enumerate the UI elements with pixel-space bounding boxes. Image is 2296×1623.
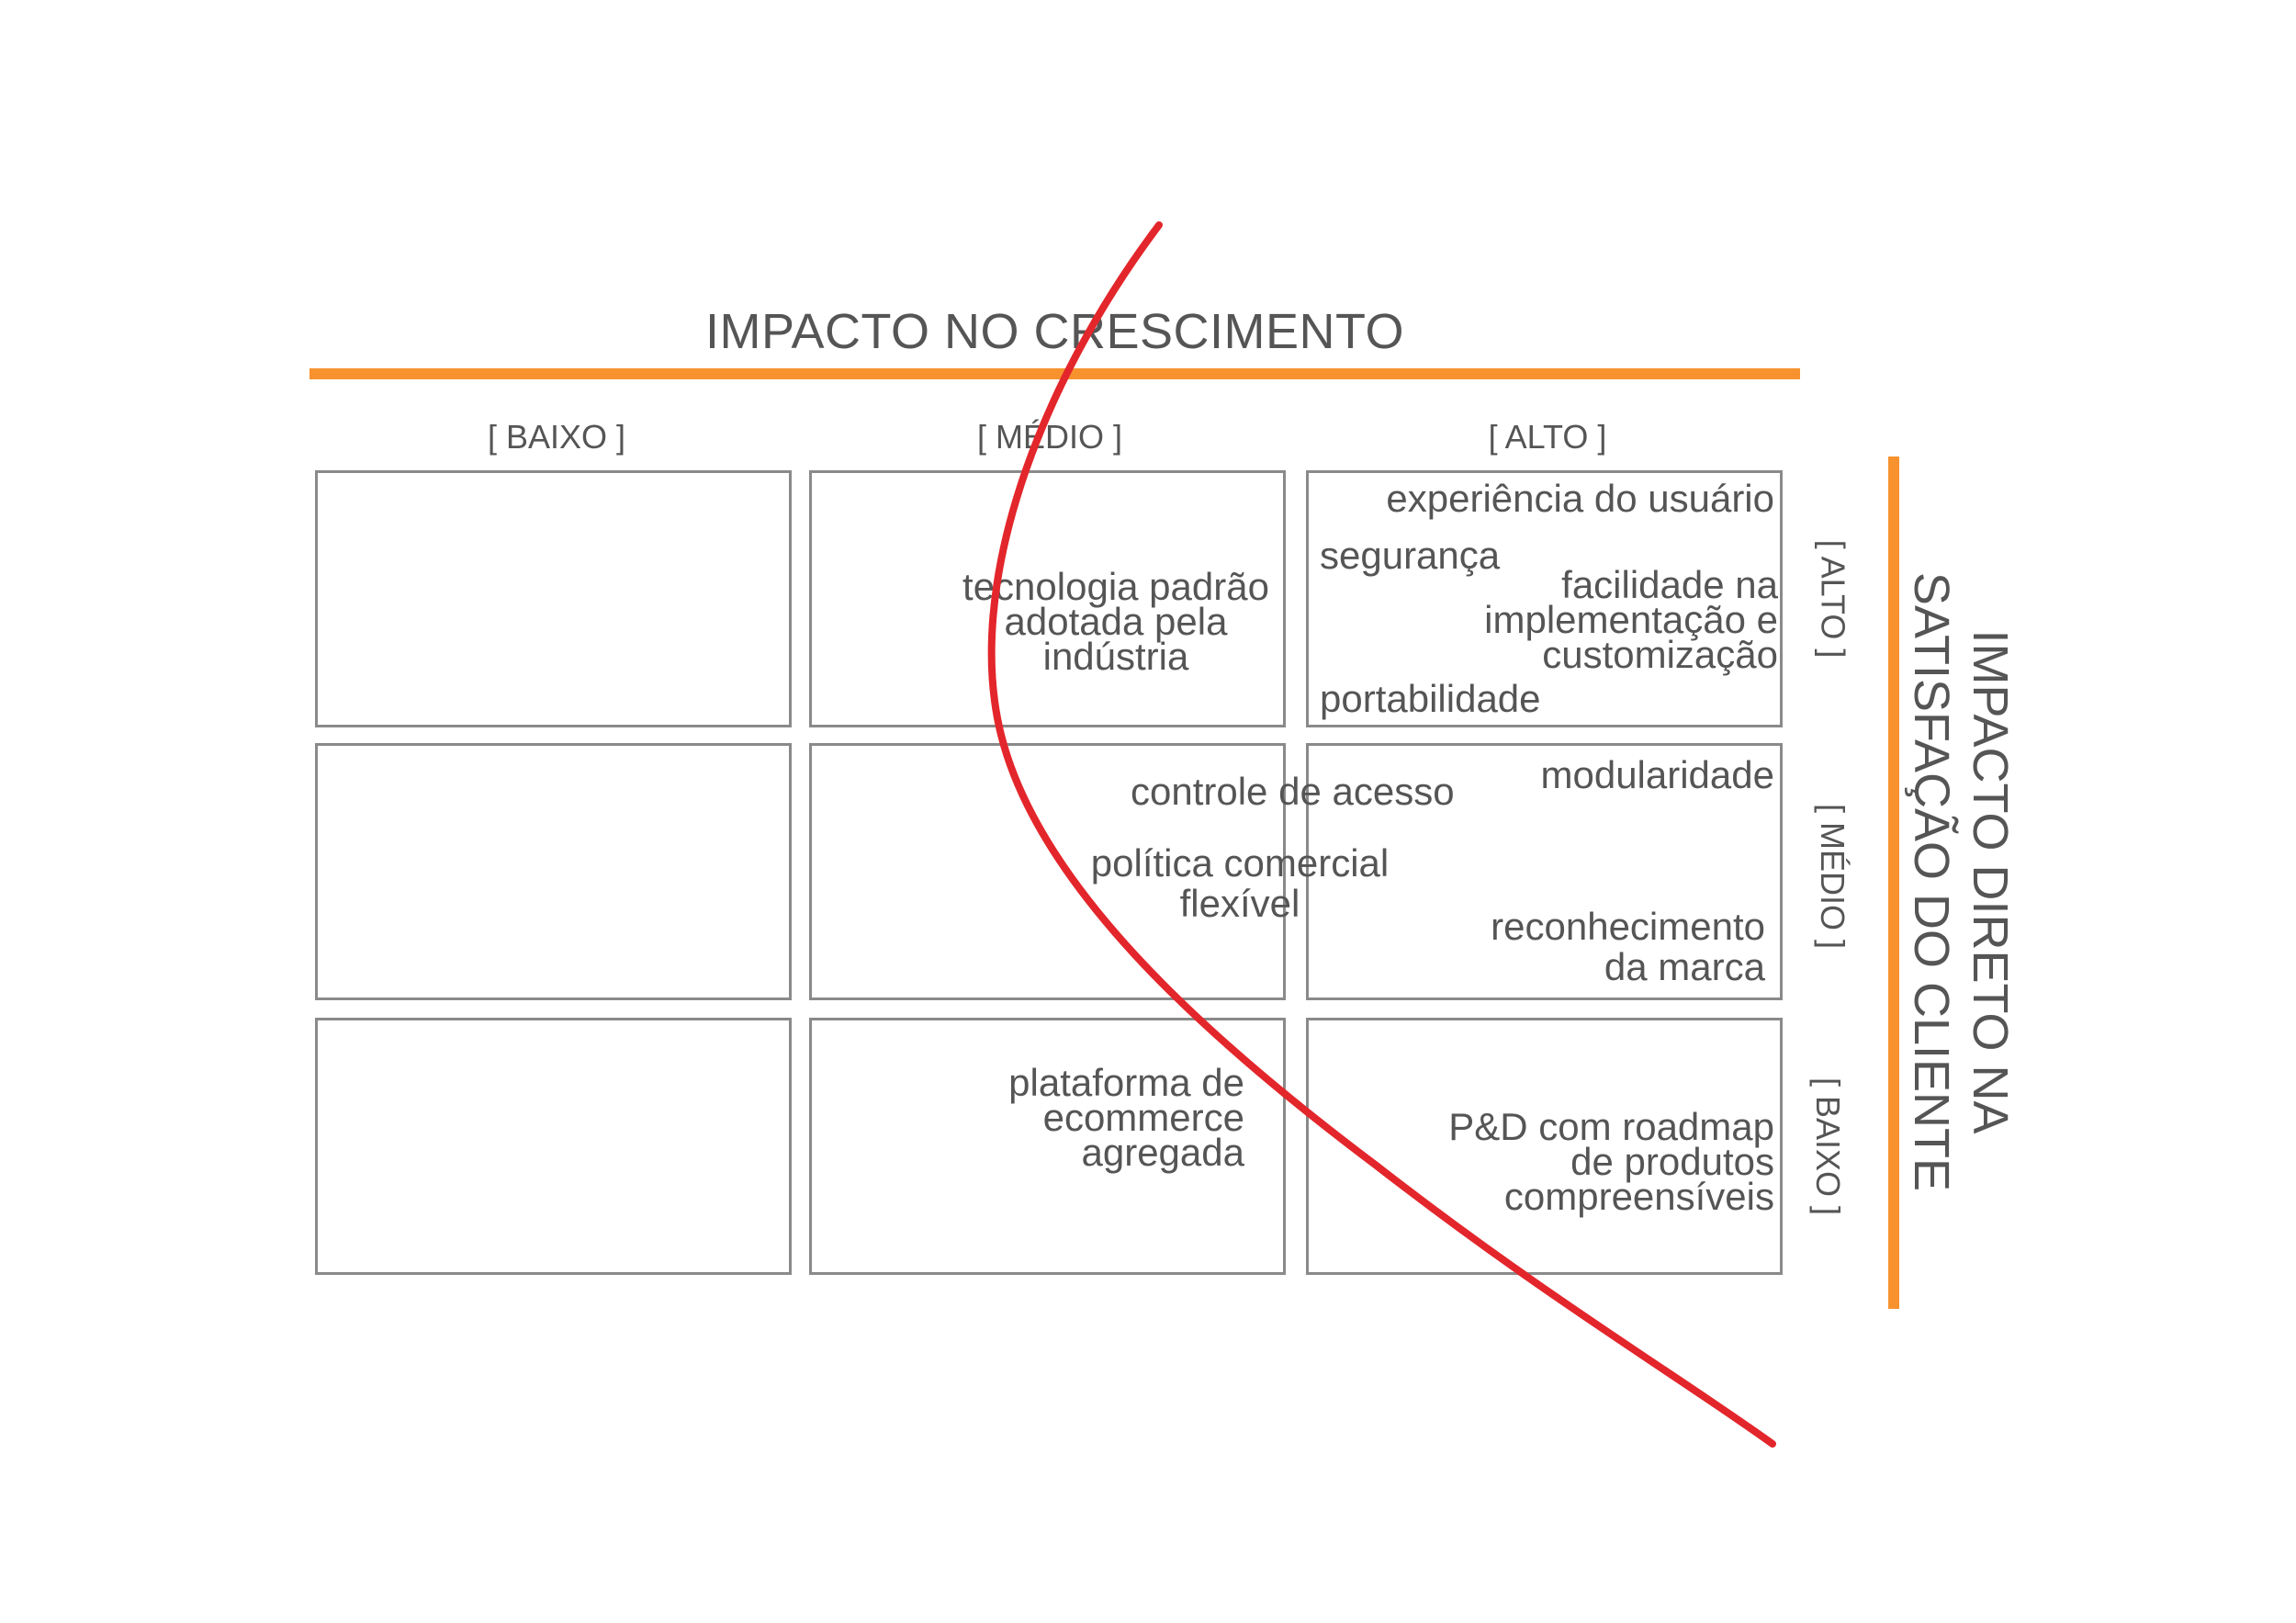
cell-medio-alto	[1306, 743, 1783, 1000]
item-facilidade: facilidade na implementação e customizaç…	[1359, 563, 1778, 676]
item-pd-line-3: compreensíveis	[1503, 1175, 1774, 1218]
item-facilidade-line-3: customização	[1542, 633, 1778, 676]
item-tecnologia-line-1: tecnologia padrão	[962, 565, 1269, 608]
item-controle-de-acesso: controle de acesso	[1131, 770, 1455, 813]
item-plataforma-line-2: ecommerce	[1042, 1096, 1244, 1139]
cell-medio-medio	[809, 743, 1286, 1000]
item-seguranca: segurança	[1320, 534, 1501, 577]
item-pd-line-2: de produtos	[1570, 1140, 1774, 1183]
column-label-alto: [ ALTO ]	[1488, 418, 1607, 456]
cell-alto-medio	[809, 470, 1286, 727]
cell-baixo-medio	[809, 1018, 1286, 1275]
item-facilidade-line-1: facilidade na	[1561, 563, 1778, 606]
item-plataforma-line-1: plataforma de	[1008, 1061, 1244, 1104]
item-experiencia-do-usuario: experiência do usuário	[1386, 477, 1774, 520]
item-modularidade: modularidade	[1540, 753, 1774, 796]
item-reconhecimento-line-1: reconhecimento	[1491, 905, 1765, 948]
y-axis-bar	[1888, 456, 1899, 1309]
item-reconhecimento-da-marca: reconhecimento da marca	[1396, 905, 1765, 988]
item-tecnologia-padrao: tecnologia padrão adotada pela indústria	[932, 565, 1300, 678]
item-plataforma-ecommerce: plataforma de ecommerce agregada	[918, 1061, 1245, 1174]
cell-alto-baixo	[315, 470, 792, 727]
item-tecnologia-line-3: indústria	[1042, 635, 1189, 678]
cell-medio-baixo	[315, 743, 792, 1000]
red-curve	[987, 221, 1776, 1448]
cell-baixo-alto	[1306, 1018, 1783, 1275]
cell-alto-alto	[1306, 470, 1783, 727]
item-politica-line-2: flexível	[1179, 882, 1300, 925]
cell-baixo-baixo	[315, 1018, 792, 1275]
item-portabilidade: portabilidade	[1320, 677, 1541, 720]
column-label-medio: [ MÉDIO ]	[976, 418, 1122, 456]
item-pd-roadmap: P&D com roadmap de produtos compreensíve…	[1378, 1105, 1774, 1218]
item-tecnologia-line-2: adotada pela	[1004, 600, 1228, 643]
item-facilidade-line-2: implementação e	[1484, 598, 1778, 641]
item-politica-line-1: política comercial	[1090, 841, 1390, 885]
x-axis-bar	[310, 368, 1800, 379]
x-axis-title: IMPACTO NO CRESCIMENTO	[704, 304, 1405, 359]
column-label-baixo: [ BAIXO ]	[487, 418, 626, 456]
item-reconhecimento-line-2: da marca	[1604, 945, 1765, 988]
item-plataforma-line-3: agregada	[1081, 1131, 1245, 1174]
item-politica-comercial: política comercial flexível	[1056, 841, 1424, 925]
item-pd-line-1: P&D com roadmap	[1448, 1105, 1774, 1148]
